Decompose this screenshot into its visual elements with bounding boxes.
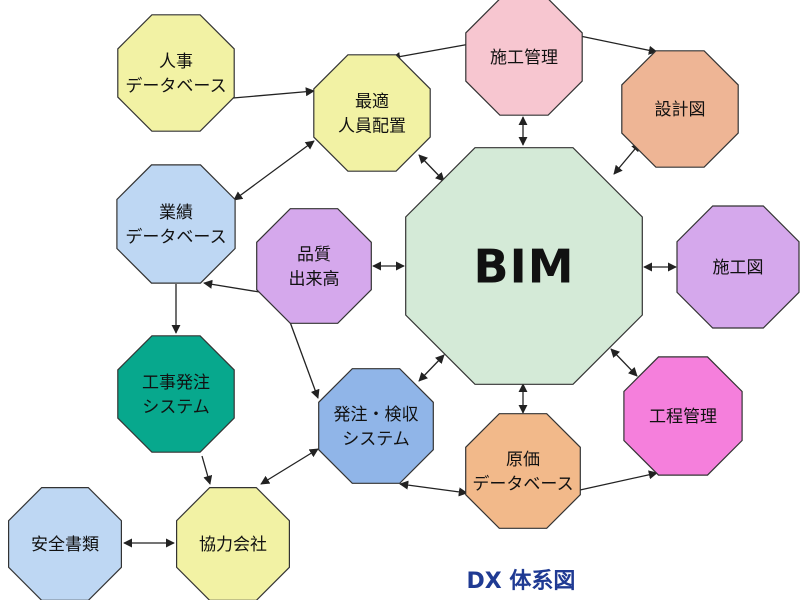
edge-jinji-to-saiteki: [232, 87, 315, 99]
edge-kyoryoku-hatchu: [260, 448, 319, 485]
node-kotei-kanri[interactable]: 工程管理: [623, 356, 743, 476]
node-label-line: 人員配置: [338, 116, 406, 136]
node-label-line: 最適: [355, 92, 389, 112]
octagon-shape: [117, 14, 235, 132]
node-label-line: 品質: [297, 245, 331, 265]
edge-shiko-kanri-to-sekkeizu: [579, 35, 658, 55]
edge-hinshitsu-to-hatchu: [289, 321, 320, 399]
octagon-shape: [8, 487, 123, 600]
octagon-shape: [117, 335, 235, 453]
node-label-line: 人事: [159, 52, 193, 72]
node-bim[interactable]: BIM: [405, 147, 643, 385]
node-label-line: 設計図: [655, 100, 706, 120]
edge-saiteki-bim: [418, 154, 445, 182]
node-label-line: システム: [142, 397, 210, 417]
edge-gyoseki-saiteki: [233, 140, 315, 201]
node-label-line: 安全書類: [31, 535, 99, 555]
edge-sekkeizu-bim: [613, 142, 641, 175]
edge-genka-to-kotei-kanri: [579, 470, 658, 491]
node-label-line: 工程管理: [649, 407, 717, 427]
octagon-shape: [318, 368, 434, 484]
connector-layer: [123, 35, 677, 548]
node-label-line: データベース: [125, 226, 226, 247]
octagon-shape: [676, 205, 800, 329]
edge-koji-hatchu-to-kyoryoku: [201, 455, 213, 485]
octagon-shape: [465, 0, 583, 116]
node-label-line: 施工管理: [490, 48, 558, 68]
octagon-shape: [256, 208, 372, 324]
node-anzen[interactable]: 安全書類: [8, 487, 123, 600]
octagon-shape: [116, 164, 236, 284]
edge-kotei-kanri-bim: [610, 348, 638, 377]
octagon-shape: [176, 487, 290, 600]
node-sekkeizu[interactable]: 設計図: [621, 50, 739, 168]
node-label-line: 発注・検収: [334, 405, 419, 425]
node-kyoryoku[interactable]: 協力会社: [176, 487, 290, 600]
octagon-shape: [465, 413, 581, 529]
node-label-line: 協力会社: [199, 535, 267, 555]
diagram-title: DX 体系図: [467, 569, 576, 594]
node-label-line: 工事発注: [142, 373, 210, 393]
octagon-shape: [313, 54, 431, 172]
edge-shiko-kanri-to-saiteki-jinin: [391, 43, 471, 62]
node-label-line: 原価: [506, 450, 540, 470]
node-label-line: 施工図: [713, 258, 764, 278]
node-label-line: データベース: [472, 473, 573, 494]
edge-hatchu-genka: [399, 480, 468, 497]
edge-hatchu-bim: [418, 354, 445, 382]
node-label-line: 出来高: [289, 269, 340, 289]
node-shikozu[interactable]: 施工図: [676, 205, 800, 329]
node-shiko-kanri[interactable]: 施工管理: [465, 0, 583, 116]
octagon-shape: [623, 356, 743, 476]
octagon-shape: [621, 50, 739, 168]
node-label-line: BIM: [474, 240, 575, 294]
node-label-line: 業績: [159, 203, 193, 223]
node-label-line: システム: [342, 429, 410, 449]
octagon-shape: [405, 147, 643, 385]
node-label-line: データベース: [125, 75, 226, 96]
